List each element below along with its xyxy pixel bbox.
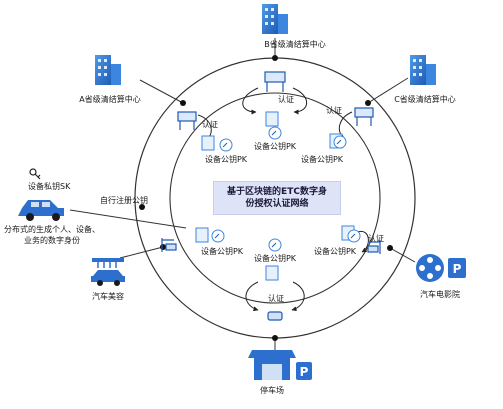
device-pk-label-1: 设备公钥PK (204, 155, 248, 164)
etc-gantry-top-icon (264, 71, 286, 92)
parking-label: 停车场 (260, 386, 284, 395)
spoke-c (367, 77, 409, 104)
building-c-icon (410, 55, 436, 85)
identity-line1: 分布式的生成个人、设备、 (4, 225, 100, 234)
parking-store-icon: P (248, 350, 312, 380)
center-c-label: C省级清结算中心 (394, 95, 456, 104)
center-title-line1: 基于区块链的ETC数字身 (227, 187, 327, 197)
etc-gantry-right-icon (354, 107, 374, 126)
auth-arrow-bottom (245, 281, 259, 312)
svg-text:P: P (300, 365, 309, 379)
center-title-line2: 份授权认证网络 (245, 199, 309, 209)
building-b-icon (262, 4, 288, 34)
auth-label-bottom-right: 认证 (368, 234, 384, 243)
cinema-label: 汽车电影院 (420, 290, 460, 299)
device-pk-label-2: 设备公钥PK (253, 142, 297, 151)
key-badge-icons (211, 126, 361, 252)
car-wash-icon (91, 258, 125, 286)
cinema-reel-icon: P (416, 254, 466, 282)
spoke-left (69, 209, 187, 229)
spoke-cinema (389, 247, 416, 263)
device-pk-label-3: 设备公钥PK (300, 155, 344, 164)
center-a-label: A省级清结算中心 (79, 95, 141, 104)
auth-label-top: 认证 (278, 95, 294, 104)
device-pk-label-5: 设备公钥PK (253, 254, 297, 263)
svg-text:P: P (453, 262, 462, 276)
etc-gantry-left-icon (177, 111, 197, 130)
auth-label-bottom: 认证 (268, 294, 284, 303)
identity-line2: 业务的数字身份 (24, 236, 80, 245)
car-beauty-label: 汽车美容 (92, 292, 124, 301)
center-network-box: 基于区块链的ETC数字身 份授权认证网络 (213, 181, 341, 215)
auth-label-right: 认证 (326, 106, 342, 115)
auth-arrow-top (242, 87, 259, 115)
device-pk-label-4: 设备公钥PK (200, 247, 244, 256)
sk-key-icon (29, 168, 41, 180)
auth-arrow-top2 (292, 87, 308, 115)
sk-key-label: 设备私钥SK (28, 182, 71, 191)
spoke-a (139, 79, 184, 104)
device-pk-label-6: 设备公钥PK (313, 247, 357, 256)
car-icon (18, 200, 64, 221)
key-glyphs (214, 130, 356, 248)
auth-arrow-bottom-r (357, 230, 369, 253)
auth-arrow-bottom2 (291, 281, 305, 312)
building-a-icon (95, 55, 121, 85)
auth-label-left: 认证 (202, 120, 218, 129)
center-b-label: B省级清结算中心 (264, 40, 326, 49)
spoke-car-beauty (119, 246, 164, 259)
register-pk-label: 自行注册公钥 (100, 196, 148, 205)
parking-gate-icons (161, 238, 381, 321)
inner-ring (169, 92, 381, 304)
